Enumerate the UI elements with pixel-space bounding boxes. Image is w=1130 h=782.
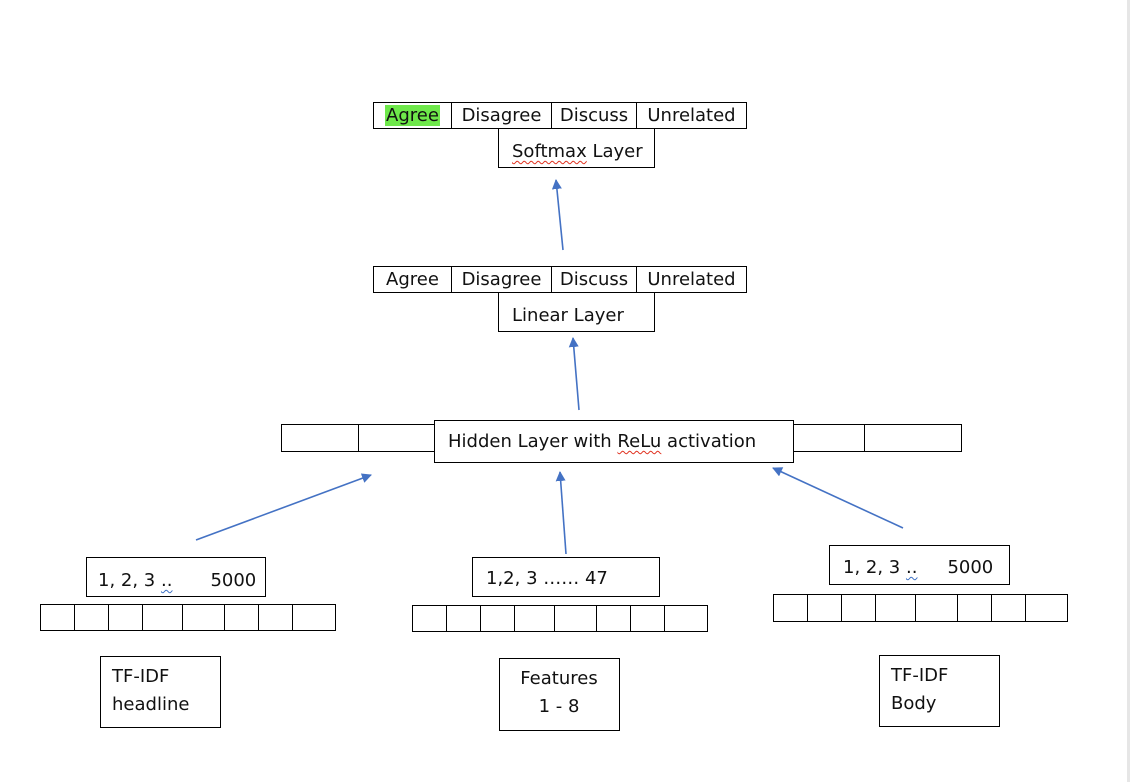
features-vector-cell: [596, 605, 632, 632]
linear-output-disagree: Disagree: [451, 266, 552, 293]
headline-vector-cell: [224, 604, 260, 631]
body-vector-cell: [773, 594, 809, 622]
tfidf-headline-label: TF-IDF headline: [112, 666, 190, 715]
linear-output-unrelated: Unrelated: [636, 266, 747, 293]
arrow-headline-to-hidden: [195, 473, 372, 541]
headline-vector-cell: [182, 604, 226, 631]
body-range-box: 1, 2, 3 ..5000: [829, 545, 1010, 585]
linear-layer-label: Linear Layer: [512, 305, 624, 326]
headline-vector-cell: [40, 604, 76, 631]
tfidf-headline-box: TF-IDF headline: [100, 656, 221, 728]
hidden-cell: [281, 424, 360, 452]
tfidf-body-box: TF-IDF Body: [879, 655, 1000, 727]
features-vector-cell: [664, 605, 708, 632]
features-vector-cell: [554, 605, 598, 632]
features-vector-cell: [514, 605, 556, 632]
headline-range-box: 1, 2, 3 ..5000: [86, 557, 266, 597]
features-label: Features 1 - 8: [520, 668, 598, 717]
body-vector-cell: [807, 594, 843, 622]
headline-vector-cell: [108, 604, 144, 631]
headline-range-label: 1, 2, 3 ..5000: [98, 570, 257, 591]
features-vector-cell: [412, 605, 448, 632]
softmax-output-discuss: Discuss: [551, 102, 637, 129]
arrow-body-to-hidden: [772, 467, 904, 529]
hidden-cell: [864, 424, 962, 452]
features-vector-cell: [446, 605, 482, 632]
softmax-output-agree: Agree: [373, 102, 452, 129]
body-range-label: 1, 2, 3 ..5000: [843, 557, 994, 578]
hidden-cell: [790, 424, 866, 452]
body-vector-cell: [991, 594, 1027, 622]
linear-output-agree: Agree: [373, 266, 452, 293]
body-vector-cell: [875, 594, 917, 622]
linear-layer-box: Linear Layer: [498, 292, 655, 332]
softmax-output-unrelated: Unrelated: [636, 102, 747, 129]
body-vector-cell: [915, 594, 959, 622]
hidden-layer-box: Hidden Layer with ReLu activation: [434, 420, 794, 463]
hidden-layer-label: Hidden Layer with ReLu activation: [448, 431, 757, 452]
features-vector-cell: [630, 605, 666, 632]
hidden-cell: [358, 424, 438, 452]
softmax-layer-label: Softmax Layer: [512, 141, 643, 162]
linear-output-discuss: Discuss: [551, 266, 637, 293]
headline-vector-cell: [142, 604, 184, 631]
softmax-layer-box: Softmax Layer: [498, 128, 655, 168]
body-vector-cell: [841, 594, 877, 622]
headline-vector-cell: [258, 604, 294, 631]
headline-vector-cell: [292, 604, 336, 631]
page-edge: [1127, 0, 1130, 782]
arrow-hidden-to-linear: [568, 337, 580, 411]
body-vector-cell: [1025, 594, 1068, 622]
features-range-box: 1,2, 3 …… 47: [472, 557, 660, 597]
features-range-label: 1,2, 3 …… 47: [486, 568, 608, 589]
features-box: Features 1 - 8: [499, 658, 620, 731]
tfidf-body-label: TF-IDF Body: [891, 665, 949, 714]
features-vector-cell: [480, 605, 516, 632]
arrow-linear-to-softmax: [551, 179, 564, 251]
body-vector-cell: [957, 594, 993, 622]
headline-vector-cell: [74, 604, 110, 631]
arrow-features-to-hidden: [555, 471, 567, 555]
softmax-output-disagree: Disagree: [451, 102, 552, 129]
